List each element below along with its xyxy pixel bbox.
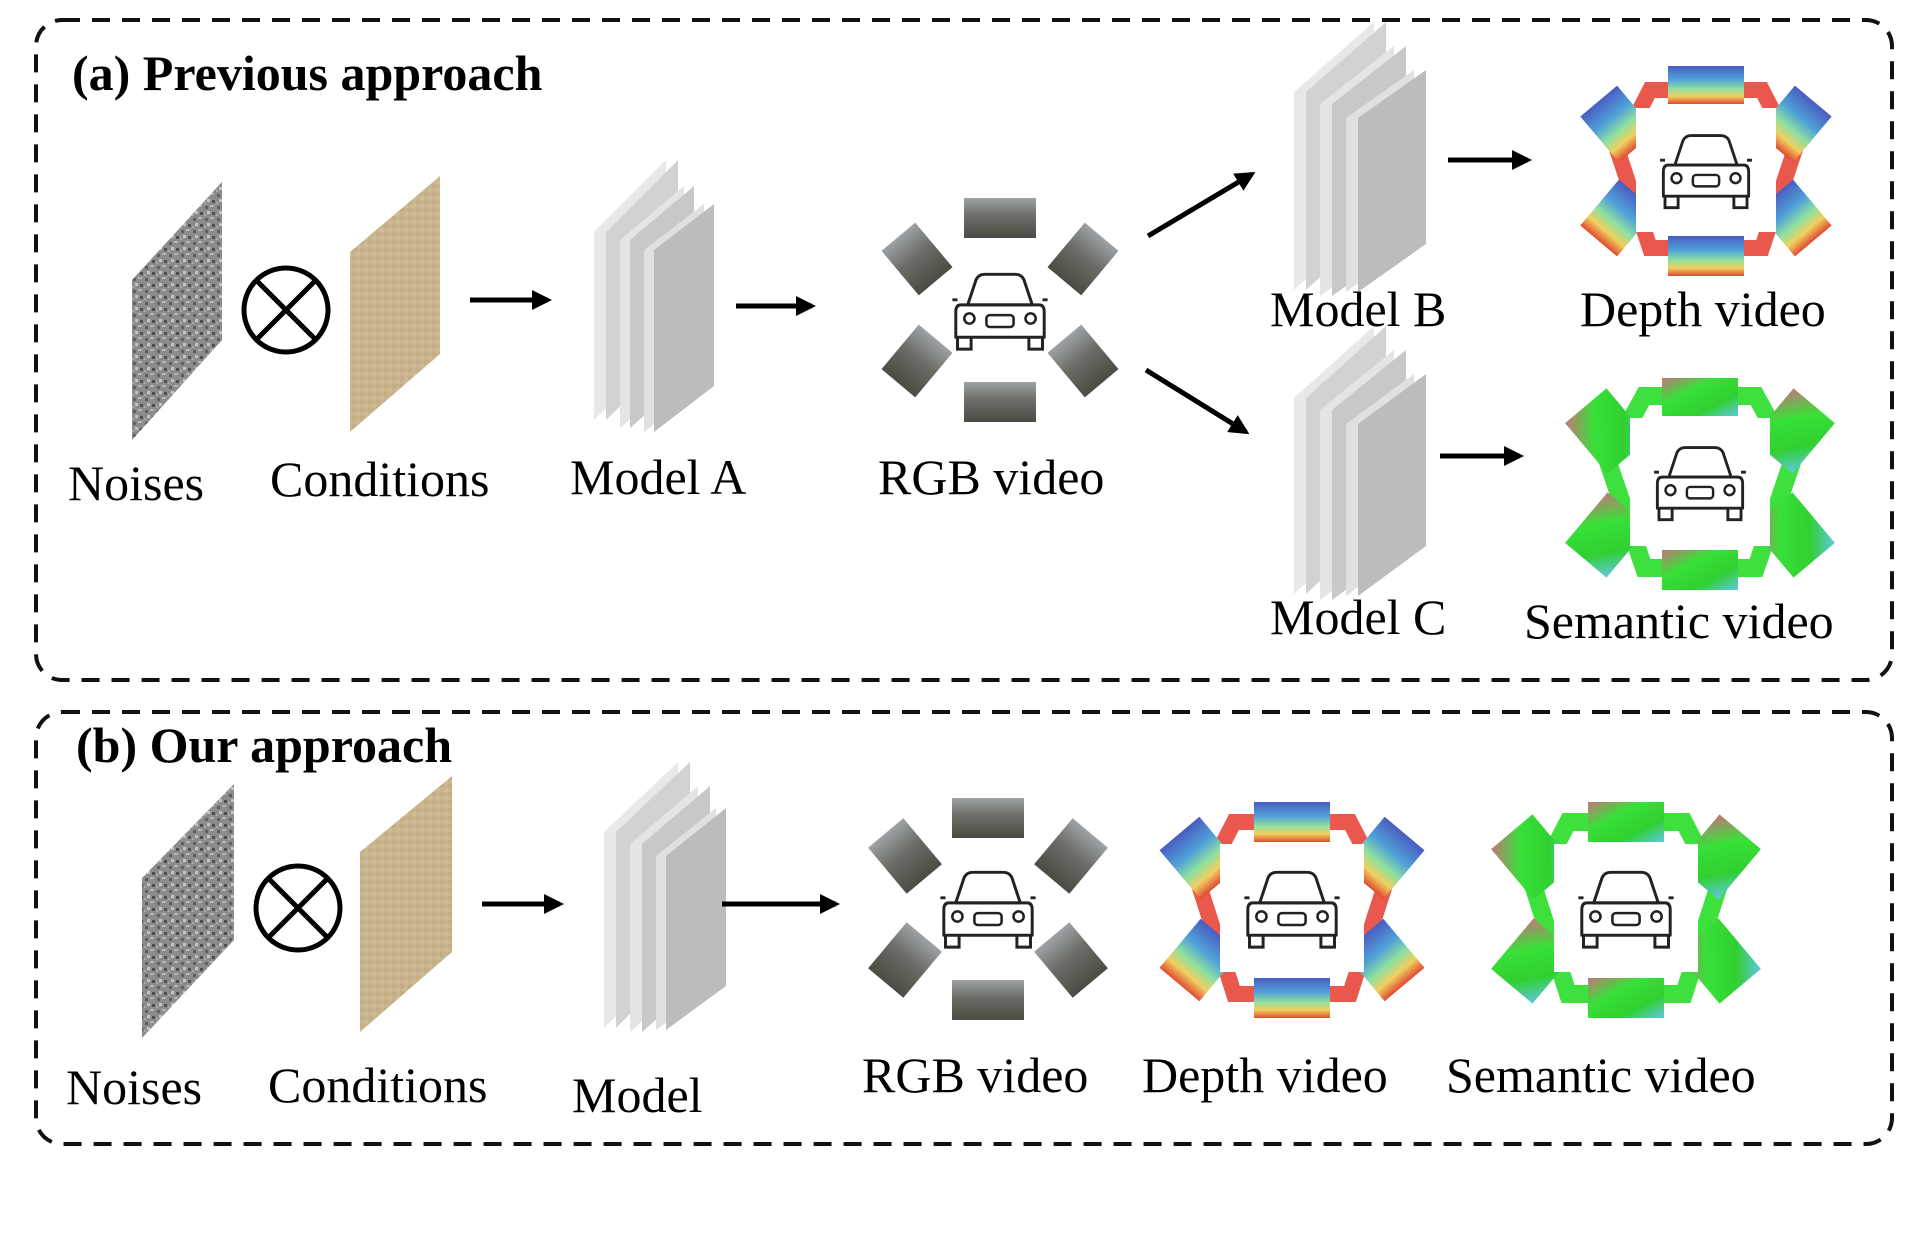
label-depth-video: Depth video (1580, 281, 1826, 337)
noise-sheet (142, 784, 234, 1038)
circle-times-icon (253, 863, 343, 953)
model-c-stack (1294, 326, 1426, 600)
condition-sheet (350, 176, 440, 432)
depth-video-ring (1159, 802, 1425, 1018)
label-semantic-video: Semantic video (1524, 593, 1834, 649)
model-stack (604, 762, 726, 1032)
label-depth-video: Depth video (1142, 1047, 1388, 1103)
label-noises: Noises (68, 455, 204, 511)
panel-b-title: (b) Our approach (76, 717, 452, 773)
noise-sheet (132, 182, 222, 440)
label-conditions: Conditions (270, 451, 489, 507)
panel-b-frame (34, 710, 1894, 1146)
semantic-video-ring (1491, 802, 1761, 1018)
condition-sheet (360, 776, 452, 1032)
depth-video-ring (1580, 66, 1832, 276)
arrow-right-icon (1146, 171, 1256, 239)
arrow-right-icon (1144, 367, 1250, 435)
rgb-video-ring (881, 198, 1119, 422)
rgb-video-ring (868, 798, 1108, 1020)
label-conditions: Conditions (268, 1057, 487, 1113)
label-noises: Noises (66, 1059, 202, 1115)
label-rgb-video: RGB video (878, 449, 1104, 505)
label-model-b: Model B (1270, 281, 1446, 337)
label-model: Model (572, 1067, 703, 1123)
label-model-a: Model A (570, 449, 746, 505)
circle-times-icon (241, 265, 331, 355)
panel-a-frame (34, 18, 1894, 682)
label-semantic-video: Semantic video (1446, 1047, 1756, 1103)
model-b-stack (1294, 22, 1426, 296)
label-rgb-video: RGB video (862, 1047, 1088, 1103)
car-icon (938, 870, 1038, 949)
car-icon (950, 272, 1050, 351)
model-a-stack (594, 160, 714, 432)
label-model-c: Model C (1270, 589, 1446, 645)
semantic-video-ring (1565, 378, 1835, 590)
panel-a-title: (a) Previous approach (72, 45, 543, 101)
